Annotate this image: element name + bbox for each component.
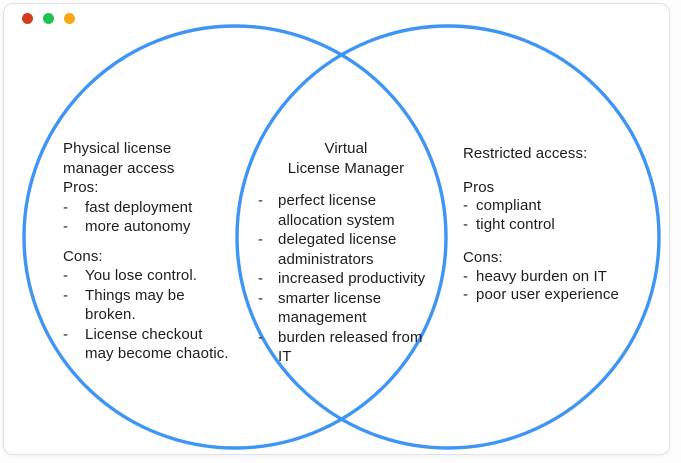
text-line: Restricted access: <box>463 145 658 164</box>
text-line: manager access <box>63 159 263 179</box>
list-item: -more autonomy <box>63 217 263 237</box>
list-item-text: increased productivity <box>278 270 426 287</box>
text-line-label: Pros: <box>63 179 99 196</box>
cons-heading: Cons: <box>463 249 658 268</box>
list-item: -License checkout <box>63 325 263 345</box>
text-line-label: Restricted access: <box>463 145 588 162</box>
right-circle <box>235 24 661 450</box>
blank-line <box>463 234 658 249</box>
pros-heading: Pros <box>463 179 658 198</box>
bullet-dash: - <box>258 231 264 248</box>
list-item-continuation: IT <box>258 347 448 367</box>
text-line: Physical license <box>63 139 263 159</box>
list-item: -perfect license <box>258 191 448 211</box>
text-line-label: Cons: <box>63 247 103 265</box>
list-item-text: smarter license <box>278 289 382 307</box>
list-item-continuation: allocation system <box>258 211 448 231</box>
intersection-text: -perfect license allocation system -dele… <box>258 191 448 367</box>
intersection-title-line: Virtual <box>246 139 446 159</box>
app-window: Physical license manager access Pros: -f… <box>3 3 670 455</box>
list-item-text: perfect license <box>278 192 377 209</box>
bullet-dash: - <box>63 267 69 284</box>
list-item: -You lose control. <box>63 266 263 286</box>
bullet-dash <box>63 305 85 325</box>
list-item: -burden released from <box>258 328 448 348</box>
list-item-text: heavy burden on IT <box>476 267 608 285</box>
bullet-dash <box>258 347 278 367</box>
bullet-dash: - <box>258 289 264 307</box>
bullet-dash: - <box>463 215 469 233</box>
intersection-title-line: License Manager <box>246 159 446 179</box>
list-item: -poor user experience <box>463 286 658 305</box>
title-text: License Manager <box>287 159 405 177</box>
window-controls <box>22 13 75 24</box>
list-item: -delegated license <box>258 230 448 250</box>
bullet-dash: - <box>463 267 469 285</box>
list-item: -compliant <box>463 197 658 216</box>
right-circle-text: Restricted access: Pros -compliant -tigh… <box>463 145 658 305</box>
window-control-red-icon[interactable] <box>22 13 33 24</box>
list-item-text: allocation system <box>278 211 395 229</box>
list-item: -Things may be <box>63 286 263 306</box>
list-item-text: compliant <box>476 197 542 214</box>
bullet-dash: - <box>258 270 264 287</box>
list-item-text: may become chaotic. <box>85 345 229 362</box>
list-item: -smarter license <box>258 289 448 309</box>
bullet-dash <box>258 250 278 270</box>
list-item-text: administrators <box>278 250 374 268</box>
text-line-label: Pros <box>463 178 495 196</box>
list-item-text: more autonomy <box>85 218 191 235</box>
text-line-label: manager access <box>63 159 175 177</box>
list-item-text: broken. <box>85 306 136 323</box>
list-item-continuation: may become chaotic. <box>63 344 263 364</box>
title-text: Virtual <box>324 140 368 157</box>
list-item-text: IT <box>278 348 292 365</box>
bullet-dash: - <box>258 192 264 209</box>
bullet-dash: - <box>63 218 69 235</box>
list-item: -heavy burden on IT <box>463 268 658 287</box>
list-item: -tight control <box>463 216 658 235</box>
bullet-dash <box>63 344 85 364</box>
list-item-text: management <box>278 309 367 326</box>
list-item-continuation: administrators <box>258 250 448 270</box>
pros-heading: Pros: <box>63 178 263 198</box>
list-item-text: poor user experience <box>476 286 619 303</box>
list-item: -fast deployment <box>63 198 263 218</box>
list-item-text: You lose control. <box>85 267 198 284</box>
venn-diagram <box>22 24 661 450</box>
list-item-text: tight control <box>476 215 555 233</box>
left-circle-text: Physical license manager access Pros: -f… <box>63 139 263 364</box>
list-item: -increased productivity <box>258 269 448 289</box>
bullet-dash: - <box>63 286 69 304</box>
intersection-title: Virtual License Manager <box>246 139 446 178</box>
cons-heading: Cons: <box>63 247 263 267</box>
bullet-dash: - <box>63 198 69 216</box>
list-item-continuation: management <box>258 308 448 328</box>
list-item-text: License checkout <box>85 325 203 343</box>
blank-line <box>463 164 658 179</box>
blank-line <box>63 237 263 247</box>
bullet-dash: - <box>463 286 469 303</box>
list-item-text: delegated license <box>278 231 397 248</box>
list-item-continuation: broken. <box>63 305 263 325</box>
bullet-dash <box>258 211 278 231</box>
window-control-green-icon[interactable] <box>43 13 54 24</box>
list-item-text: Things may be <box>85 286 185 304</box>
bullet-dash: - <box>258 328 264 346</box>
left-circle <box>22 24 448 450</box>
text-line-label: Physical license <box>63 140 172 157</box>
bullet-dash: - <box>463 197 469 214</box>
list-item-text: burden released from <box>278 328 423 346</box>
bullet-dash <box>258 308 278 328</box>
text-line-label: Cons: <box>463 249 503 266</box>
list-item-text: fast deployment <box>85 198 193 216</box>
window-control-orange-icon[interactable] <box>64 13 75 24</box>
bullet-dash: - <box>63 325 69 343</box>
